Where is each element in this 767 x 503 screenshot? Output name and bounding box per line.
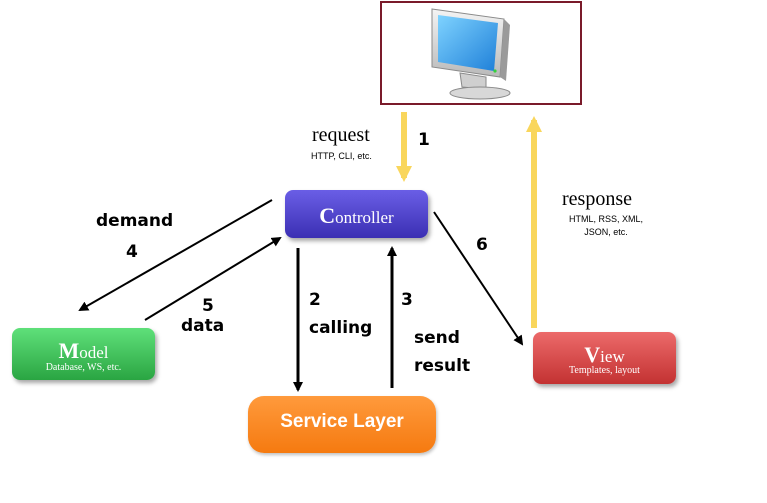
controller-initial: C [319,203,336,228]
service-layer-label: Service Layer [280,411,404,432]
arrow-demand [78,199,273,311]
arrow-to-view [433,211,524,346]
arrow-data [144,236,282,321]
step-1-label: 1 [418,130,430,150]
model-rest: odel [79,343,109,362]
step-4-label: 4 [126,242,138,262]
response-sub-label-1: HTML, RSS, XML, [568,214,643,224]
response-sub-label-2: JSON, etc. [584,227,628,237]
model-subtitle: Database, WS, etc. [45,362,122,373]
controller-title: Controller [285,203,428,229]
response-label: response [562,188,632,210]
demand-label: demand [96,211,174,231]
request-label: request [312,124,370,146]
view-initial: V [584,342,601,367]
result-label: result [414,356,471,376]
computer-monitor-icon [431,8,511,100]
view-rest: iew [600,347,625,366]
step-2-label: 2 [309,290,321,310]
view-title: View [533,342,676,368]
send-label: send [414,328,460,348]
service-layer-box: Service Layer [248,396,436,453]
view-box: View Templates, layout [533,332,676,384]
step-5-label: 5 [202,296,214,316]
data-label: data [181,316,225,336]
view-subtitle: Templates, layout [569,365,640,376]
model-initial: M [58,338,80,363]
controller-box: Controller [285,190,428,238]
calling-label: calling [309,318,373,338]
controller-rest: ontroller [335,208,394,227]
model-box: Model Database, WS, etc. [12,328,155,380]
step-6-label: 6 [476,235,488,255]
request-sub-label: HTTP, CLI, etc. [311,151,372,161]
step-3-label: 3 [401,290,413,310]
model-title: Model [12,338,155,364]
client-monitor-frame [380,1,582,105]
